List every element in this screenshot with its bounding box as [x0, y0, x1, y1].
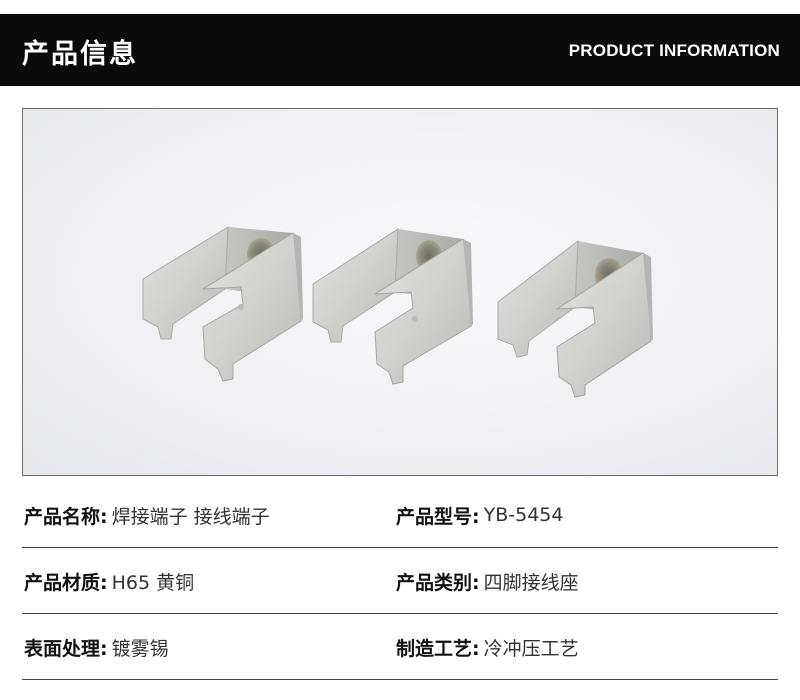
terminal-1 [142, 226, 303, 382]
spec-value: 四脚接线座 [483, 571, 579, 594]
spec-label: 制造工艺: [396, 637, 480, 660]
terminal-2 [312, 228, 473, 385]
terminals-illustration [142, 226, 653, 398]
spec-product-name: 产品名称: 焊接端子 接线端子 [24, 482, 270, 548]
spec-manufacturing-process: 制造工艺: 冷冲压工艺 [396, 614, 579, 680]
spec-product-model: 产品型号: YB-5454 [396, 482, 563, 548]
spec-category: 产品类别: 四脚接线座 [396, 548, 579, 614]
spec-label: 产品类别: [396, 571, 480, 594]
row-divider [22, 613, 778, 614]
spec-label: 产品名称: [24, 505, 108, 528]
spec-value: H65 黄铜 [111, 571, 195, 594]
product-photo [22, 108, 778, 476]
spec-material: 产品材质: H65 黄铜 [24, 548, 194, 614]
spec-surface-treatment: 表面处理: 镀雾锡 [24, 614, 169, 680]
terminal-3 [497, 239, 653, 398]
section-title: 产品信息 [22, 39, 138, 70]
row-divider [22, 679, 778, 680]
spec-row-2: 产品材质: H65 黄铜 产品类别: 四脚接线座 [22, 548, 778, 614]
row-divider [22, 547, 778, 548]
spec-value: 冷冲压工艺 [483, 637, 579, 660]
spec-row-1: 产品名称: 焊接端子 接线端子 产品型号: YB-5454 [22, 482, 778, 548]
spec-label: 表面处理: [24, 637, 108, 660]
spec-row-3: 表面处理: 镀雾锡 制造工艺: 冷冲压工艺 [22, 614, 778, 680]
section-header: 产品信息 PRODUCT INFORMATION [0, 14, 800, 86]
spec-value: YB-5454 [483, 504, 564, 526]
spec-value: 焊接端子 接线端子 [111, 505, 270, 528]
spec-label: 产品材质: [24, 571, 108, 594]
spec-label: 产品型号: [396, 505, 480, 528]
top-margin [0, 0, 800, 14]
section-subtitle: PRODUCT INFORMATION [568, 41, 780, 60]
spec-value: 镀雾锡 [111, 637, 169, 660]
